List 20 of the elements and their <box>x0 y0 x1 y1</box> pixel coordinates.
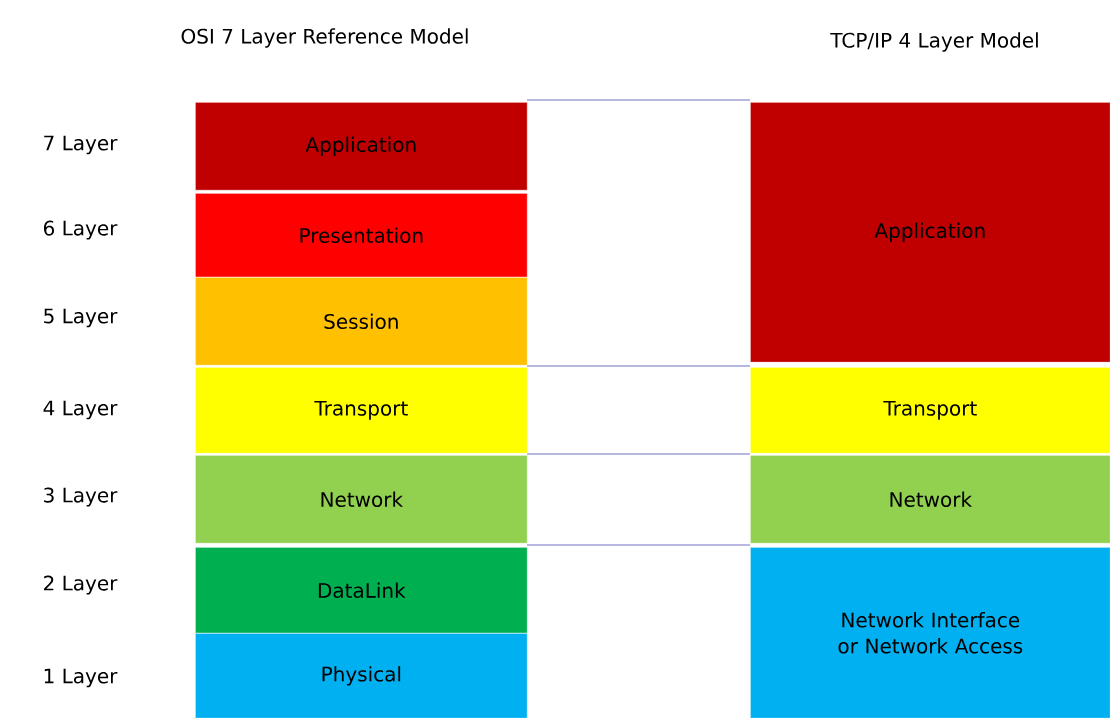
layer-box: Transport <box>195 367 528 454</box>
layer-label: 4 Layer <box>43 400 118 420</box>
layer-box: Application <box>750 102 1110 363</box>
layer-box: Session <box>195 277 528 366</box>
layer-box: Transport <box>750 367 1110 454</box>
layer-label: 6 Layer <box>44 220 118 240</box>
layer-box: Network <box>195 455 528 544</box>
layer-label: 2 Layer <box>44 575 118 595</box>
layer-box: Network <box>750 455 1110 544</box>
layer-box: Physical <box>195 633 528 718</box>
model-title: TCP/IP 4 Layer Model <box>830 32 1038 52</box>
layer-label: 1 Layer <box>44 668 118 688</box>
layer-label: 3 Layer <box>44 487 118 507</box>
layer-box: Network Interface or Network Access <box>750 547 1110 718</box>
layer-box: Application <box>195 102 528 191</box>
layer-box: Presentation <box>195 193 528 278</box>
layer-label: 5 Layer <box>44 308 118 328</box>
model-title: OSI 7 Layer Reference Model <box>181 28 468 48</box>
layer-label: 7 Layer <box>44 135 118 155</box>
layer-box: DataLink <box>195 547 528 634</box>
